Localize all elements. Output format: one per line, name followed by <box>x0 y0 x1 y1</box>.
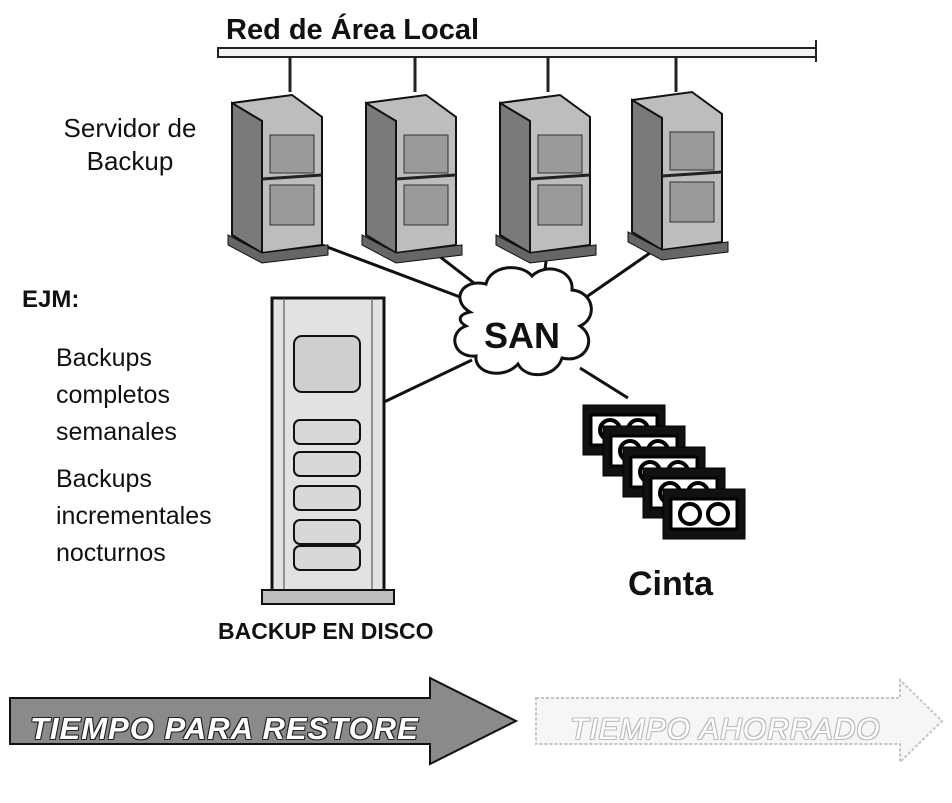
example-line: Backups <box>56 465 152 493</box>
lan-bus <box>217 40 817 92</box>
tape-label: Cinta <box>628 565 713 603</box>
example-line: completos <box>56 381 170 409</box>
san-cloud-icon <box>453 266 593 377</box>
server-4-icon <box>627 90 729 261</box>
backup-server-label-line1: Servidor de <box>63 113 197 143</box>
disk-array-icon <box>261 296 395 605</box>
example-list: Backups completos semanales Backups incr… <box>56 340 212 572</box>
restore-time-label: TIEMPO PARA RESTORE <box>30 711 419 746</box>
disk-backup-label: BACKUP EN DISCO <box>218 618 434 644</box>
example-line: nocturnos <box>56 539 166 567</box>
example-line: semanales <box>56 418 177 446</box>
backup-server-label: Servidor de Backup <box>50 112 210 178</box>
example-line: Backups <box>56 344 152 372</box>
server-3-icon <box>495 93 597 264</box>
saved-time-arrow <box>535 677 944 765</box>
san-label: SAN <box>484 315 561 356</box>
backup-server-label-line2: Backup <box>86 146 174 176</box>
saved-time-label: TIEMPO AHORRADO <box>570 713 881 746</box>
restore-time-arrow <box>9 676 519 766</box>
lan-title: Red de Área Local <box>226 14 480 46</box>
server-1-icon <box>227 93 329 264</box>
tape-stack-icon <box>582 404 746 540</box>
example-heading: EJM: <box>22 286 80 313</box>
server-2-icon <box>361 93 463 264</box>
example-line: incrementales <box>56 502 212 530</box>
